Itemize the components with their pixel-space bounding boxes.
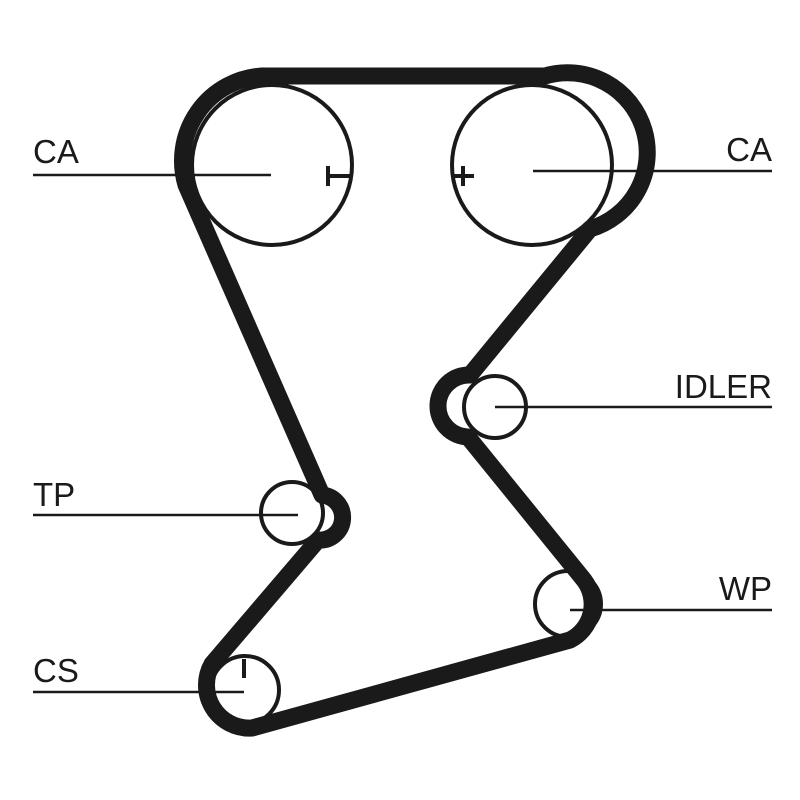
label-ca-right: CA	[726, 131, 772, 168]
crankshaft-pulley	[209, 654, 281, 726]
camshaft-pulley-right	[450, 83, 614, 247]
timing-belt	[174, 64, 656, 737]
label-idler: IDLER	[675, 368, 772, 405]
label-tp: TP	[33, 476, 75, 513]
label-cs: CS	[33, 652, 79, 689]
label-ca-left: CA	[33, 133, 79, 170]
camshaft-pulley-left	[190, 83, 354, 247]
label-wp: WP	[719, 570, 772, 607]
water-pump-pulley	[533, 569, 603, 639]
tensioner-pulley	[259, 480, 325, 546]
